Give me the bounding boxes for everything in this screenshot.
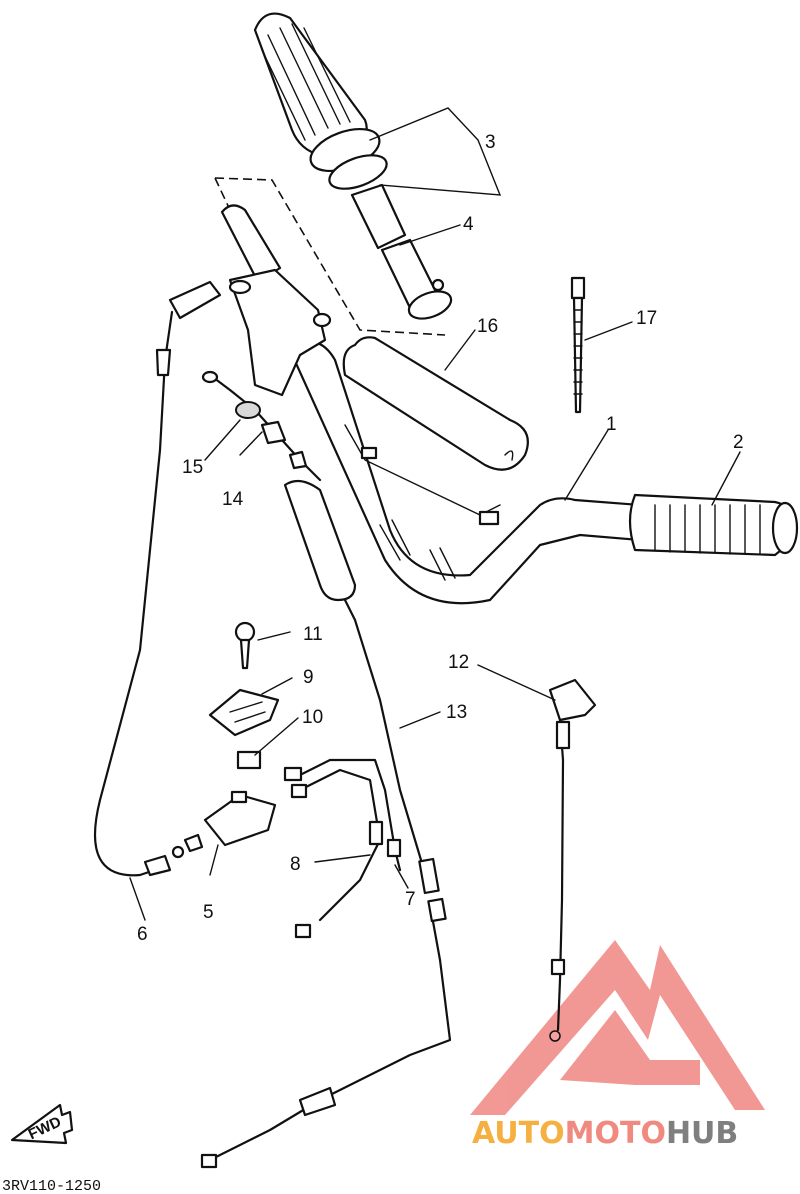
switch-housing [203, 790, 277, 847]
callout-10: 10 [302, 707, 323, 728]
callout-6: 6 [137, 924, 148, 945]
callout-labels: 1 2 3 4 5 6 7 8 9 10 11 12 13 14 15 16 1… [137, 132, 744, 945]
callout-9: 9 [303, 667, 314, 688]
callout-12: 12 [448, 652, 469, 673]
bracket-screw [234, 621, 256, 670]
throttle-cable [200, 479, 452, 1169]
callout-7: 7 [405, 889, 416, 910]
callout-5: 5 [203, 902, 214, 923]
fwd-arrow: FWD [10, 1103, 74, 1145]
callout-14: 14 [222, 489, 244, 510]
callout-16: 16 [477, 316, 498, 337]
callout-8: 8 [290, 854, 301, 875]
cable-12 [548, 678, 597, 1042]
cable-tie [570, 276, 586, 414]
callout-15: 15 [182, 457, 203, 478]
switch-bracket [208, 688, 280, 737]
handlebar-pad [342, 336, 529, 471]
svg-text:AUTOMOTOHUB: AUTOMOTOHUB [472, 1116, 738, 1151]
throttle-grip [253, 12, 388, 190]
callout-4: 4 [463, 214, 474, 235]
bracket-nut [236, 750, 262, 770]
handlebar [220, 204, 642, 605]
callout-13: 13 [446, 702, 467, 723]
callout-17: 17 [636, 308, 657, 329]
cable-6 [93, 280, 222, 877]
callout-2: 2 [733, 432, 744, 453]
callout-11: 11 [303, 624, 323, 645]
watermark-logo [470, 940, 765, 1115]
watermark-moto: MOTO [565, 1116, 666, 1151]
cable-adjuster [201, 370, 322, 482]
lever-bracket [228, 268, 332, 397]
switch-leads [283, 758, 402, 939]
callout-1: 1 [606, 414, 617, 435]
throttle-sleeve [350, 183, 453, 320]
diagram-code: 3RV110-1250 [2, 1178, 101, 1194]
leader-lines [129, 107, 741, 921]
watermark-auto: AUTO [472, 1116, 565, 1151]
watermark-hub: HUB [666, 1116, 738, 1151]
assembly-line [214, 177, 446, 336]
left-grip [628, 493, 799, 557]
assembly-line [214, 177, 231, 211]
callout-3: 3 [485, 132, 496, 153]
watermark-text: AUTOMOTOHUB [472, 1116, 738, 1151]
